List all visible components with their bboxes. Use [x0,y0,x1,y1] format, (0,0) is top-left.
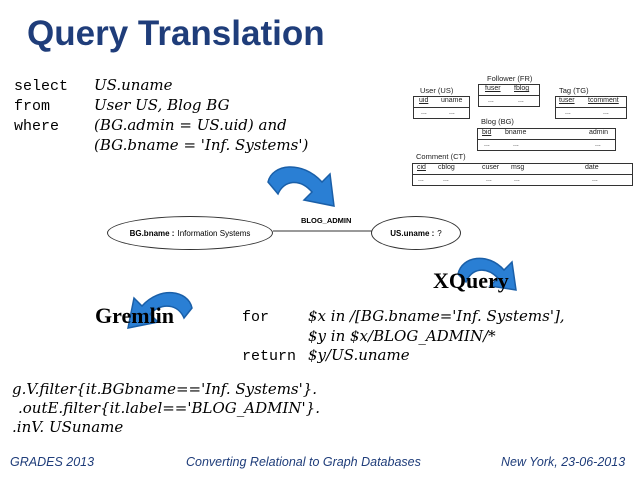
table-tag: tuser tcomment ... ... [555,96,627,119]
graph-node-blog: BG.bname :Information Systems [107,216,273,250]
table-header-row: bid bname admin [477,128,616,140]
footer-center: Converting Relational to Graph Databases [186,455,421,469]
gremlin-line-2: .outE.filter{it.label=='BLOG_ADMIN'}. [18,399,320,417]
curved-arrow-icon [127,291,193,329]
gremlin-label: Gremlin [95,303,175,328]
table-row: ... ... [565,109,609,116]
table-caption-tag: Tag (TG) [559,86,589,95]
curved-arrow-icon [457,257,517,291]
xquery-label: XQuery [433,268,509,293]
edge-label: BLOG_ADMIN [301,216,352,225]
xquery-line-3: return$y/US.uname [242,346,410,365]
slide-title: Query Translation [27,14,325,53]
table-row: ... ... [421,109,455,116]
graph-edge [273,230,373,232]
table-header-row: cid cblog cuser msg date [412,163,633,175]
table-blog: bid bname admin ... ... ... [477,128,616,151]
table-comment: cid cblog cuser msg date ... ... ... ...… [412,163,633,186]
table-follower: fuser fblog ... ... [478,84,540,107]
table-user: uid uname ... ... [413,96,470,119]
table-caption-user: User (US) [420,86,454,95]
xquery-line-1: for$x in /[BG.bname='Inf. Systems'], [242,307,565,326]
xquery-line-2: $y in $x/BLOG_ADMIN/* [308,327,496,345]
table-caption-comment: Comment (CT) [416,152,466,161]
table-caption-blog: Blog (BG) [481,117,514,126]
table-caption-follower: Follower (FR) [487,74,533,83]
table-row: ... ... [488,97,524,104]
sql-line-4: (BG.bname = 'Inf. Systems') [94,136,309,154]
table-row: ... ... ... ... ... [418,176,598,183]
xquery-query: for$x in /[BG.bname='Inf. Systems'], $y … [242,307,565,366]
table-header-row: uid uname [413,96,470,108]
sql-line-3: where(BG.admin = US.uid) and [14,116,287,135]
table-header-row: fuser fblog [478,84,540,96]
gremlin-query: g.V.filter{it.BGbname=='Inf. Systems'}. … [12,380,320,437]
footer-right: New York, 23-06-2013 [501,455,626,469]
gremlin-line-3: .inV. USuname [12,418,124,436]
gremlin-line-1: g.V.filter{it.BGbname=='Inf. Systems'}. [12,380,318,398]
graph-node-user: US.uname :? [371,216,461,250]
table-header-row: tuser tcomment [555,96,627,108]
table-row: ... ... ... [484,141,601,148]
curved-arrow-icon [267,166,335,207]
footer-left: GRADES 2013 [10,455,95,469]
